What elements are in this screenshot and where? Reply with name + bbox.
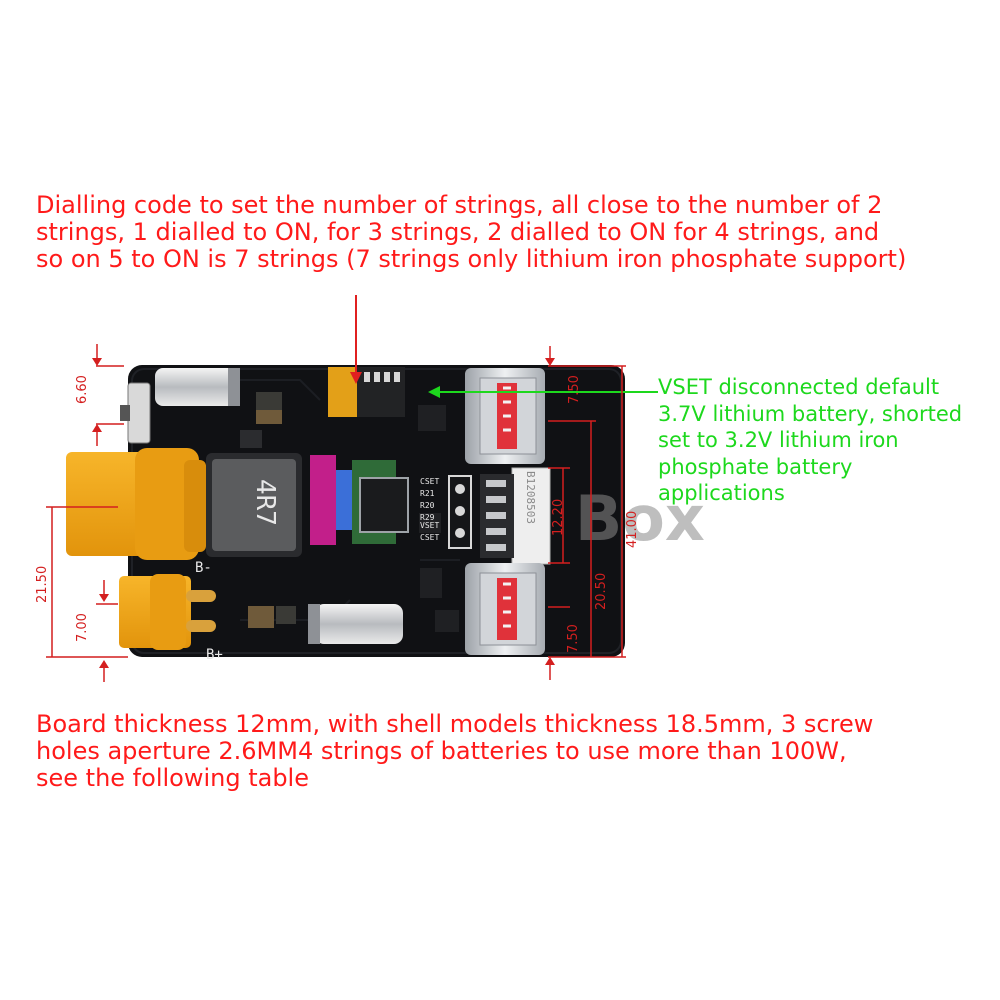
bottom-caption: Board thickness 12mm, with shell models …	[36, 710, 874, 792]
inductor-label: 4R7	[250, 479, 280, 526]
b-minus-label: B-	[195, 560, 212, 576]
watermark-text: Box	[575, 482, 705, 555]
xt60-connector	[66, 448, 206, 560]
dip-switch	[328, 367, 405, 417]
vset-note: VSET disconnected default 3.7V lithium b…	[658, 375, 963, 505]
connector-code: B1208503	[524, 471, 537, 524]
b-plus-label: B+	[206, 647, 223, 663]
dimension-arrowheads	[92, 358, 555, 668]
dim-usb-span: 20.50	[594, 573, 609, 610]
dim-board-height: 41.00	[625, 511, 640, 548]
pin-label-5: VSET	[420, 521, 439, 530]
pcb-accent-blue	[336, 470, 354, 530]
pcb-accent-magenta	[310, 455, 336, 545]
pin-header	[448, 475, 472, 549]
side-connector: B1208503	[480, 467, 551, 565]
capacitor-top	[155, 368, 240, 406]
pin-label-6: CSET	[420, 533, 439, 542]
dim-connector-gap: 12.20	[551, 499, 566, 536]
pin-label-4: R29	[420, 513, 435, 522]
small-chips	[240, 392, 459, 632]
dim-xt30-offset: 7.00	[75, 613, 90, 642]
dim-usb-bottom-offset: 7.50	[566, 624, 581, 653]
pin-label-3: R20	[420, 501, 435, 510]
usb-port-top	[465, 368, 545, 464]
dip-pointer-arrow	[350, 295, 362, 384]
controller-chip	[359, 477, 409, 533]
xt30-connector	[119, 574, 216, 650]
slide-switch	[120, 382, 151, 444]
top-caption: Dialling code to set the number of strin…	[36, 191, 907, 273]
usb-port-bottom	[465, 563, 545, 655]
pin-label-2: R21	[420, 489, 435, 498]
dim-xt60-offset: 21.50	[35, 566, 50, 603]
dim-switch-height: 6.60	[75, 375, 90, 404]
dimension-lines	[46, 344, 626, 682]
dim-usb-top-offset: 7.50	[567, 375, 582, 404]
capacitor-bottom	[308, 604, 403, 644]
pin-label-1: CSET	[420, 477, 439, 486]
inductor: 4R7	[206, 453, 302, 557]
